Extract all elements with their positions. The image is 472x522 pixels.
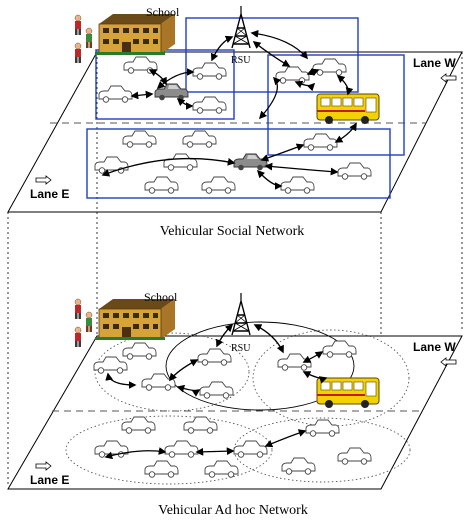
top-panel-title: Vehicular Social Network bbox=[160, 224, 305, 239]
rsu-label: RSU bbox=[231, 343, 251, 354]
bottom-panel-title: Vehicular Ad hoc Network bbox=[158, 503, 308, 518]
bottom-panel: School RSU bbox=[7, 290, 463, 518]
person-icon bbox=[85, 27, 93, 49]
person-icon bbox=[85, 311, 93, 333]
lane-e-label: Lane E bbox=[30, 187, 69, 201]
cluster-range bbox=[94, 332, 250, 412]
school-label: School bbox=[146, 5, 180, 19]
bus-icon bbox=[316, 93, 380, 125]
lane-e-label: Lane E bbox=[30, 473, 69, 487]
rsu-label: RSU bbox=[231, 55, 251, 66]
lane-w-label: Lane W bbox=[413, 340, 456, 354]
cluster-range bbox=[65, 415, 273, 485]
lane-w-label: Lane W bbox=[413, 56, 456, 70]
link-arrows bbox=[101, 29, 357, 190]
rsu-tower-icon bbox=[231, 292, 251, 336]
link-arrows bbox=[104, 323, 328, 460]
rsu-coverage bbox=[165, 321, 355, 411]
school-icon bbox=[94, 298, 176, 341]
person-icon bbox=[74, 298, 82, 320]
person-icon bbox=[74, 326, 82, 348]
person-icon bbox=[74, 14, 82, 36]
rsu-tower-icon bbox=[231, 5, 251, 49]
bus-icon bbox=[316, 377, 380, 409]
school-icon bbox=[94, 13, 176, 56]
cluster-range bbox=[233, 417, 411, 483]
school-label: School bbox=[144, 290, 178, 304]
community-box bbox=[86, 128, 391, 199]
person-icon bbox=[74, 42, 82, 64]
